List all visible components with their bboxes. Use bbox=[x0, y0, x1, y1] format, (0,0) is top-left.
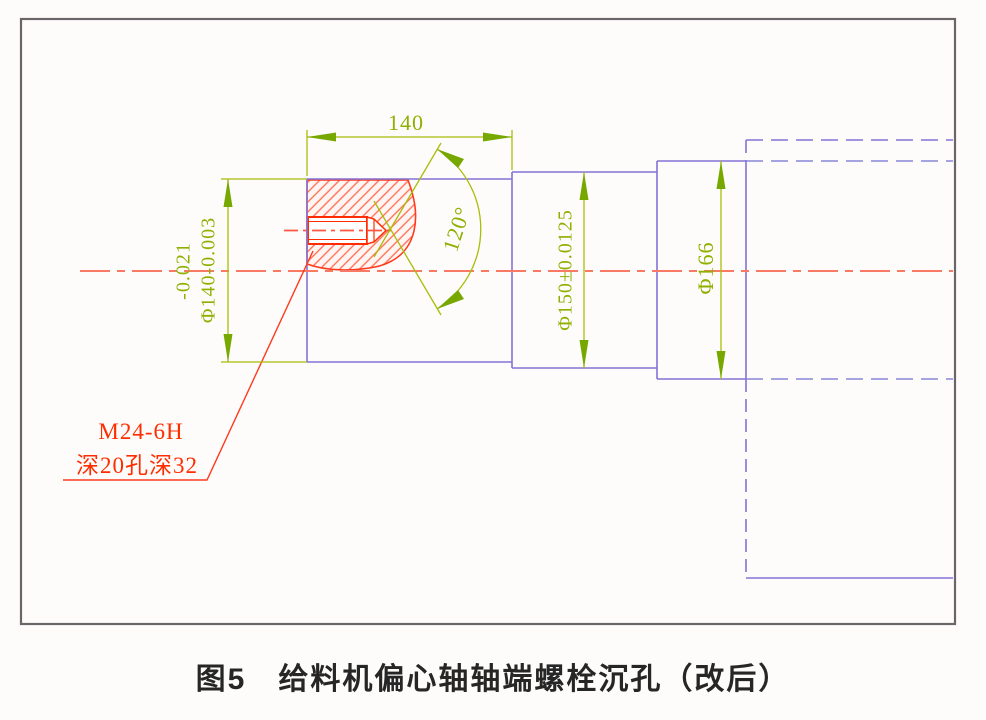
figure-caption: 图5 给料机偏心轴轴端螺栓沉孔（改后） bbox=[195, 663, 791, 696]
dia150-dimension-label: Φ150±0.0125 bbox=[554, 209, 577, 331]
dimension-lines bbox=[221, 130, 722, 379]
length-140-dimension-label: 140 bbox=[388, 110, 424, 135]
dia140-dimension-label: Φ140-0.003 bbox=[197, 216, 220, 324]
thread-depth-label: 深20孔深32 bbox=[76, 453, 198, 478]
thread-spec-label: M24-6H bbox=[98, 419, 184, 444]
dia166-dimension-label: Φ166 bbox=[693, 241, 718, 295]
dimension-arrowheads bbox=[223, 132, 726, 379]
figure-border bbox=[19, 17, 957, 626]
thread-note-leader bbox=[63, 250, 314, 481]
tapped-hole bbox=[284, 216, 393, 245]
dia140-lower-tolerance-label: -0.021 bbox=[172, 242, 195, 300]
